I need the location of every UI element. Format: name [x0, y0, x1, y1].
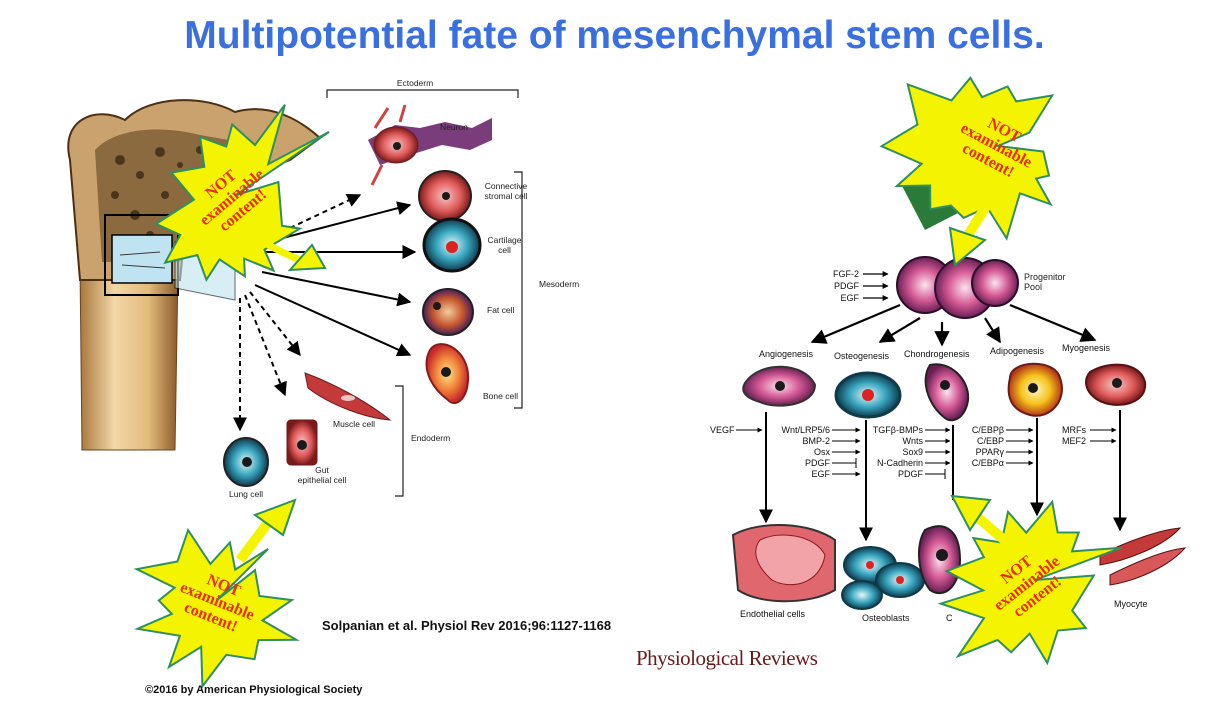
- cartilage-cell: [422, 217, 482, 273]
- adipo-factor: C/EBP: [976, 436, 1004, 446]
- myocyte-label: Myocyte: [1114, 599, 1148, 609]
- chondro-factor: Wnts: [902, 436, 923, 446]
- osteo-factor: Wnt/LRP5/6: [781, 425, 830, 435]
- chondrocytes: [918, 525, 962, 595]
- differentiation-arrows-left: [233, 194, 417, 432]
- chondro-factor: TGFβ-BMPs: [872, 425, 923, 435]
- endoderm-label: Endoderm: [411, 433, 451, 443]
- not-examinable-burst-left-top: [154, 104, 330, 283]
- ectoderm-label: Ectoderm: [396, 78, 434, 88]
- chondro-factor: PDGF: [897, 469, 923, 479]
- bone-illustration: [67, 99, 322, 451]
- factor-vegf: VEGF: [710, 425, 735, 435]
- growth-factor-fgf2: FGF-2: [833, 269, 859, 279]
- lineage-myogenesis: Myogenesis: [1062, 343, 1111, 353]
- growth-factor-arrows: [863, 271, 889, 301]
- lineage-arrows: [810, 303, 1097, 347]
- muscle-cell: [304, 372, 392, 421]
- osteo-factor: BMP-2: [802, 436, 830, 446]
- mesoderm-label: Mesoderm: [539, 279, 580, 289]
- progenitor-label: Progenitor Pool: [1024, 272, 1066, 293]
- maturation-arrows: [759, 410, 1127, 542]
- cartilage-label: Cartilage cell: [487, 235, 522, 255]
- neuron-cell: [368, 104, 492, 186]
- adipogenesis-cell: [1007, 362, 1063, 417]
- page-title: Multipotential fate of mesenchymal stem …: [184, 14, 1045, 57]
- connective-label: Connective stromal cell: [484, 181, 528, 201]
- growth-factor-egf: EGF: [840, 293, 859, 303]
- lineage-chondrogenesis: Chondrogenesis: [904, 349, 970, 359]
- endothelial-label: Endothelial cells: [740, 609, 806, 619]
- journal-logo: Physiological Reviews: [636, 646, 818, 670]
- myocytes: [1099, 527, 1187, 586]
- bone-cell-label: Bone cell: [483, 391, 518, 401]
- not-examinable-burst-right-bottom: [937, 494, 1122, 666]
- osteogenesis-cell: [834, 371, 902, 419]
- not-examinable-burst-left-bottom: [133, 498, 301, 690]
- myogenesis-cell: [1085, 363, 1147, 406]
- osteo-factor: Osx: [813, 447, 830, 457]
- neuron-label: Neuron: [440, 122, 468, 132]
- myo-factor: MEF2: [1062, 436, 1087, 446]
- lineage-angiogenesis: Angiogenesis: [759, 349, 814, 359]
- citation: Solpanian et al. Physiol Rev 2016;96:112…: [322, 618, 612, 633]
- lineage-adipogenesis: Adipogenesis: [990, 346, 1045, 356]
- chondro-factor: Sox9: [902, 447, 923, 457]
- connective-cell: [418, 170, 472, 222]
- factor-arrows: [736, 427, 1117, 479]
- osteo-factor: EGF: [811, 469, 830, 479]
- osteoblasts: [841, 546, 925, 610]
- not-examinable-burst-right-top: [879, 76, 1055, 267]
- copyright: ©2016 by American Physiological Society: [145, 684, 363, 696]
- osteo-factor: PDGF: [804, 458, 830, 468]
- bone-cell: [425, 343, 470, 405]
- muscle-cell-label: Muscle cell: [333, 419, 376, 429]
- chondrocytes-partial-label: C: [946, 613, 953, 623]
- fat-cell: [422, 288, 474, 336]
- chondro-factor: N-Cadherin: [876, 458, 923, 468]
- adipo-factor: C/EBPα: [971, 458, 1004, 468]
- myo-factor: MRFs: [1062, 425, 1086, 435]
- lineage-brackets: [326, 89, 523, 497]
- lung-cell-label: Lung cell: [229, 489, 264, 499]
- lung-cell: [223, 437, 269, 487]
- adipo-factor: PPARγ: [975, 447, 1004, 457]
- growth-factor-pdgf: PDGF: [833, 281, 859, 291]
- fat-cell-label: Fat cell: [487, 305, 515, 315]
- progenitor-pool: [896, 182, 1019, 319]
- gut-cell: [286, 419, 318, 466]
- osteoblasts-label: Osteoblasts: [862, 613, 910, 623]
- lineage-osteogenesis: Osteogenesis: [834, 351, 890, 361]
- gut-cell-label: Gut epithelial cell: [297, 465, 347, 485]
- endothelial-cells: [731, 523, 836, 603]
- angiogenesis-cell: [742, 365, 817, 407]
- adipo-factor: C/EBPβ: [971, 425, 1004, 435]
- chondrogenesis-cell: [924, 363, 970, 422]
